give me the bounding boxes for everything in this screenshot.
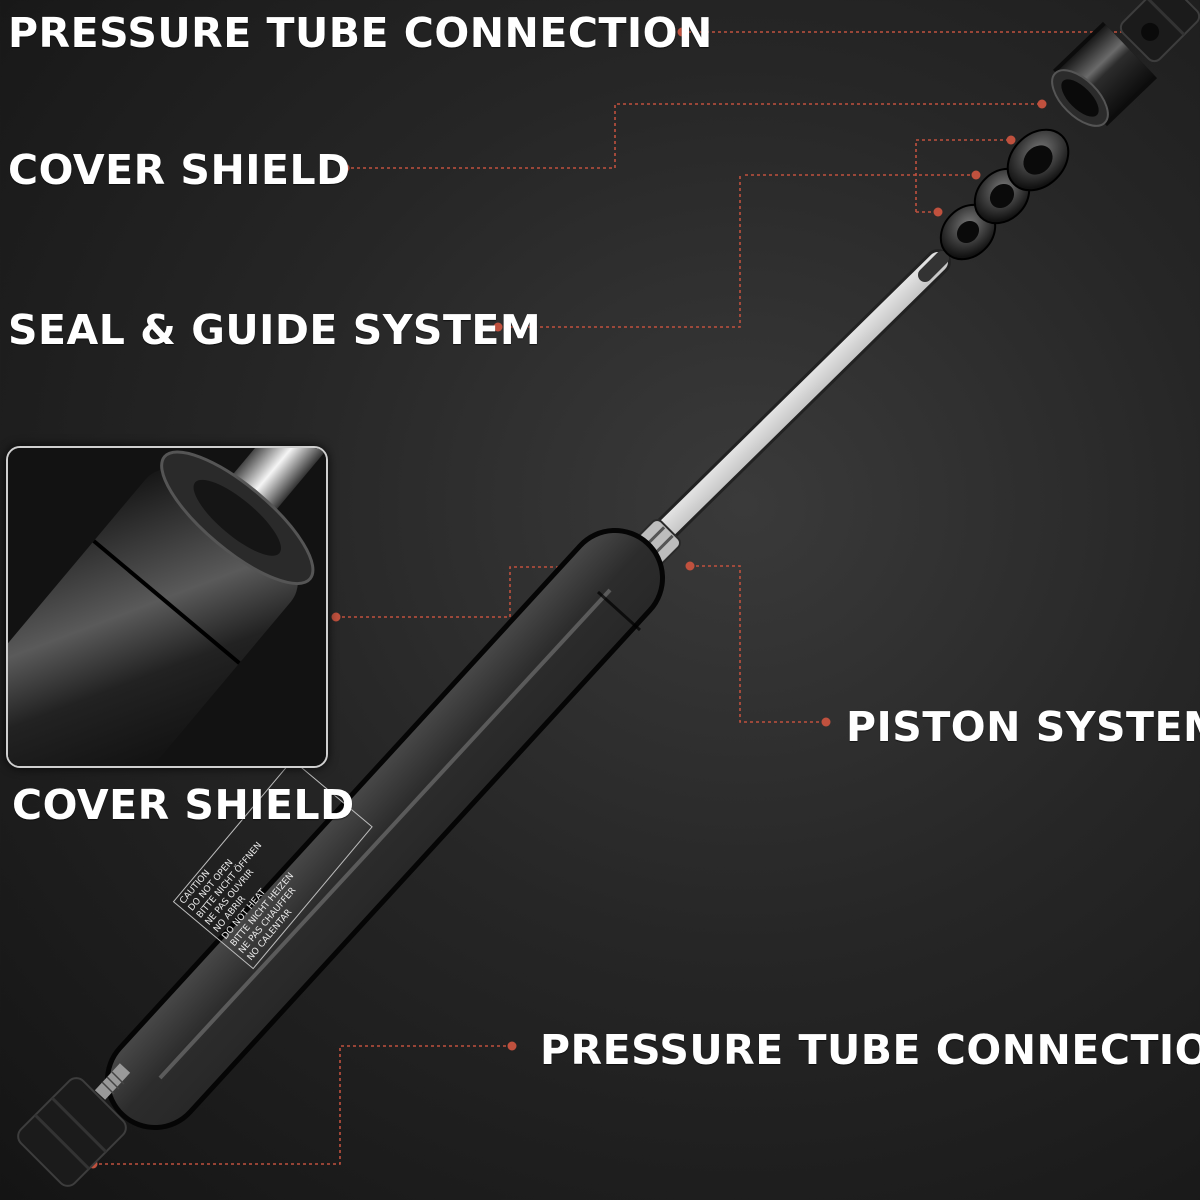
label-cover-shield-top: COVER SHIELD — [8, 146, 351, 194]
callout-line-cover-inset — [336, 566, 585, 618]
callout-line-piston — [690, 565, 826, 723]
label-pressure-tube-connection-bottom: PRESSURE TUBE CONNECTION — [540, 1026, 1200, 1074]
seal-guide-rings — [939, 128, 1070, 261]
pressure-tube — [105, 528, 665, 1130]
callout-line-seal-main — [498, 175, 741, 328]
label-piston-system: PISTON SYSTEM — [846, 703, 1200, 751]
inset-closeup-image — [8, 448, 326, 766]
callout-line-ptc-bottom — [93, 1045, 512, 1165]
callout-line-cover-top — [345, 103, 1042, 169]
cover-shield-part — [1051, 21, 1158, 127]
piston-rod — [637, 249, 951, 558]
cover-shield-inset — [6, 446, 328, 768]
label-cover-shield-inset: COVER SHIELD — [12, 781, 355, 829]
top-end-fitting — [1119, 0, 1200, 63]
callout-lines — [93, 31, 1128, 1165]
callout-line-seal-1 — [915, 139, 1011, 212]
label-seal-guide-system: SEAL & GUIDE SYSTEM — [8, 306, 542, 354]
bottom-end-fitting — [17, 1063, 131, 1187]
label-pressure-tube-connection-top: PRESSURE TUBE CONNECTION — [8, 9, 713, 57]
